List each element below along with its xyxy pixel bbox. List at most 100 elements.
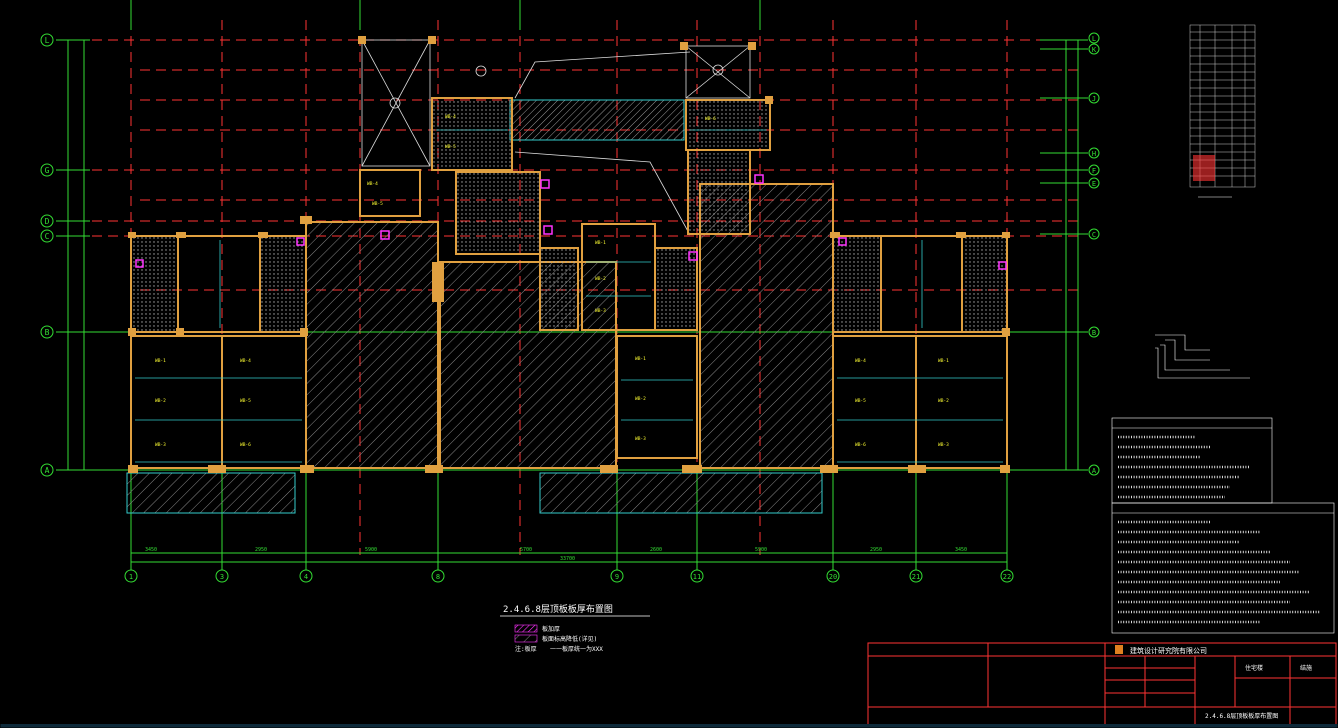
plan-legend: 2.4.6.8层顶板板厚布置图 板加厚 板面标高降低(详见) 注:板厚 一一板厚… <box>500 603 650 653</box>
svg-text:3450: 3450 <box>145 547 157 553</box>
slab-label: WB-4 <box>445 114 456 120</box>
floor-plan: WB-1 WB-2 WB-3 WB-4 WB-5 WB-6 WB-1 WB-2 … <box>126 36 1010 514</box>
slab-hatched <box>305 221 439 469</box>
slab-label: WB-6 <box>240 442 251 448</box>
columns <box>128 36 1010 473</box>
design-notes-table <box>1111 417 1335 634</box>
slab-label: WB-5 <box>445 144 456 150</box>
grid-bubble-right: L <box>1088 32 1100 44</box>
grid-bubble-right: A <box>1088 464 1100 476</box>
grid-bubble-bottom: 8 <box>431 569 445 583</box>
grid-label: K <box>1092 46 1097 54</box>
slab-label: WB-6 <box>855 442 866 448</box>
grid-bubble-bottom: 20 <box>826 569 840 583</box>
grid-bubble-right: C <box>1088 228 1100 240</box>
legend-swatch-lowered <box>514 634 538 643</box>
slab-label: WB-4 <box>855 358 866 364</box>
grid-label: 21 <box>912 573 920 581</box>
grid-bubble-left: A <box>40 463 54 477</box>
slab-label: WB-6 <box>705 116 716 122</box>
grid-label: 11 <box>693 573 701 581</box>
balcony-slab <box>539 472 823 514</box>
grid-label: B <box>1092 329 1096 337</box>
grid-label: A <box>45 466 50 475</box>
grid-label: 8 <box>436 573 440 581</box>
slab-label: WB-3 <box>938 442 949 448</box>
grid-label: D <box>45 217 50 226</box>
grid-label: 4 <box>304 573 308 581</box>
grid-bubble-right: J <box>1088 92 1100 104</box>
grid-label: L <box>1092 35 1096 43</box>
grid-bubble-left: C <box>40 229 54 243</box>
grid-bubbles-left: L G D C B A <box>40 33 54 477</box>
grid-bubble-left: G <box>40 163 54 177</box>
svg-text:2950: 2950 <box>870 547 882 553</box>
room-cells <box>130 169 1008 469</box>
balcony-slab <box>126 472 296 514</box>
slab-label: WB-5 <box>855 398 866 404</box>
grid-bubble-left: D <box>40 214 54 228</box>
svg-text:5900: 5900 <box>755 547 767 553</box>
magenta-markers <box>135 174 1007 270</box>
grid-bubble-bottom: 1 <box>124 569 138 583</box>
grid-label: G <box>45 166 50 175</box>
slab-label: WB-1 <box>595 240 606 246</box>
slab-label: WB-5 <box>372 201 383 207</box>
svg-text:2950: 2950 <box>255 547 267 553</box>
slab-label: WB-2 <box>635 396 646 402</box>
elevator-shafts <box>361 39 751 236</box>
company-name: 建筑设计研究院有限公司 <box>1130 646 1207 655</box>
slab-label: WB-3 <box>635 436 646 442</box>
plan-caption: 2.4.6.8层顶板板厚布置图 <box>503 603 613 615</box>
slab-label: WB-1 <box>155 358 166 364</box>
legend-note: 一一板厚统一为XXX <box>550 645 603 653</box>
legend-swatch-thickened <box>514 624 538 633</box>
beam-lines <box>135 129 1003 463</box>
grid-bubble-right: K <box>1088 43 1100 55</box>
sheet-label: 结施 <box>1300 664 1312 672</box>
svg-text:3450: 3450 <box>955 547 967 553</box>
slab-label: WB-3 <box>595 308 606 314</box>
legend-item-1: 板加厚 <box>542 625 560 633</box>
room-cells-dotted <box>130 97 1008 333</box>
grid-bubble-bottom: 4 <box>299 569 313 583</box>
grid-label: 20 <box>829 573 837 581</box>
legend-note-prefix: 注:板厚 <box>515 645 537 653</box>
slab-label: WB-1 <box>938 358 949 364</box>
slab-label: WB-2 <box>595 276 606 282</box>
grid-bubbles-right: L K J H F E C B A <box>1088 32 1100 476</box>
grid-label: H <box>1092 150 1096 158</box>
status-strip <box>0 724 1338 728</box>
svg-text:5700: 5700 <box>520 547 532 553</box>
grid-bubble-bottom: 22 <box>1000 569 1014 583</box>
svg-text:5900: 5900 <box>365 547 377 553</box>
grid-label: 22 <box>1003 573 1011 581</box>
grid-label: J <box>1092 95 1096 103</box>
slab-label: WB-4 <box>240 358 251 364</box>
slab-label: WB-2 <box>938 398 949 404</box>
grid-bubbles-bottom: 1 3 4 8 9 11 20 21 22 <box>124 569 1014 583</box>
grid-bubble-right: F <box>1088 164 1100 176</box>
grid-label: C <box>45 232 50 241</box>
svg-text:33700: 33700 <box>560 556 575 562</box>
legend-item-2: 板面标高降低(详见) <box>542 635 597 643</box>
grid-bubble-bottom: 9 <box>610 569 624 583</box>
grid-bubble-bottom: 3 <box>215 569 229 583</box>
grid-bubble-left: B <box>40 325 54 339</box>
slab-label: WB-1 <box>635 356 646 362</box>
drawing-title: 2.4.6.8层顶板板厚布置图 <box>1205 712 1278 720</box>
project-name: 住宅楼 <box>1245 664 1263 672</box>
grid-label: 3 <box>220 573 224 581</box>
title-block: 建筑设计研究院有限公司 住宅楼 结施 2.4.6.8层顶板板厚布置图 <box>867 642 1337 726</box>
slab-hatched-corridor <box>509 99 685 141</box>
grid-bubble-bottom: 21 <box>909 569 923 583</box>
grid-label: L <box>45 36 50 45</box>
svg-text:2600: 2600 <box>650 547 662 553</box>
grid-label: C <box>1092 231 1096 239</box>
grid-bubble-right: H <box>1088 147 1100 159</box>
slab-label: WB-2 <box>155 398 166 404</box>
leader-callout <box>1155 334 1250 379</box>
slab-label: WB-4 <box>367 181 378 187</box>
grid-label: F <box>1092 167 1096 175</box>
